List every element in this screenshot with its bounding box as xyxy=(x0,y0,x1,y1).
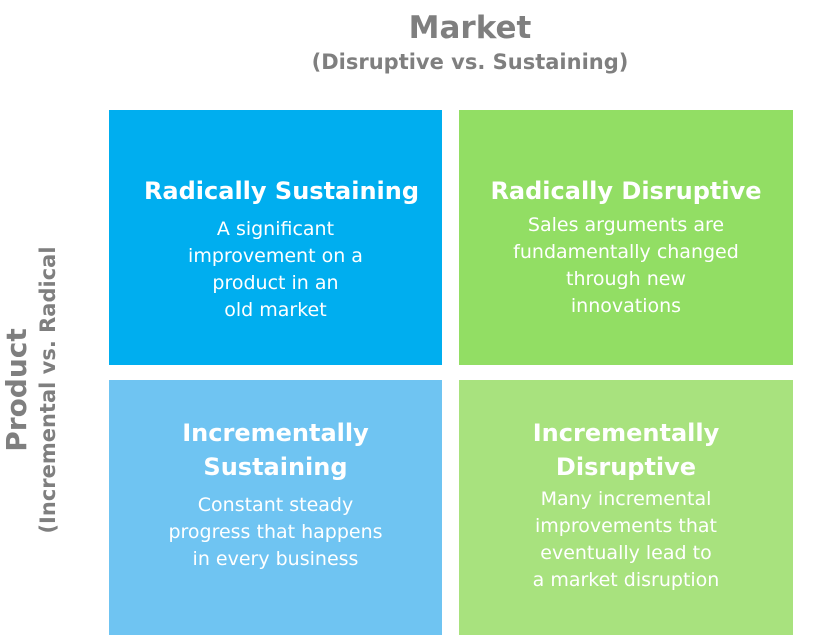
description-line: product in an xyxy=(212,272,339,294)
quadrant-title: Incrementally Disruptive xyxy=(533,416,720,484)
title-line: Disruptive xyxy=(555,453,697,481)
quadrant-radically-sustaining: Radically Sustaining A significant impro… xyxy=(109,110,442,365)
quadrant-description: A significant improvement on a product i… xyxy=(188,216,363,324)
description-line: A significant xyxy=(216,218,335,240)
description-line: through new xyxy=(566,268,686,290)
product-axis-label: Product xyxy=(0,328,33,452)
description-line: in every business xyxy=(192,548,359,570)
market-axis-label: Market xyxy=(408,10,532,46)
quadrant-title: Incrementally Sustaining xyxy=(182,416,369,484)
description-line: a market disruption xyxy=(532,569,720,591)
title-line: Incrementally xyxy=(182,419,369,447)
product-axis-title: Product (Incremental vs. Radical xyxy=(0,240,70,540)
quadrant-incrementally-disruptive: Incrementally Disruptive Many incrementa… xyxy=(459,380,793,635)
quadrant-description: Many incremental improvements that event… xyxy=(533,486,720,594)
product-axis-sublabel: (Incremental vs. Radical xyxy=(36,246,60,534)
description-line: improvement on a xyxy=(188,245,363,267)
title-line: Sustaining xyxy=(203,453,348,481)
quadrant-description: Constant steady progress that happens in… xyxy=(168,492,382,573)
quadrant-radically-disruptive: Radically Disruptive Sales arguments are… xyxy=(459,110,793,365)
quadrant-description: Sales arguments are fundamentally change… xyxy=(513,212,739,320)
description-line: Many incremental xyxy=(540,488,712,510)
description-line: fundamentally changed xyxy=(513,241,739,263)
title-line: Incrementally xyxy=(532,419,720,447)
quadrant-title: Radically Sustaining xyxy=(143,177,420,205)
description-line: old market xyxy=(224,299,327,321)
description-line: improvements that xyxy=(534,515,717,537)
quadrant-incrementally-sustaining: Incrementally Sustaining Constant steady… xyxy=(109,380,442,635)
description-line: innovations xyxy=(570,295,682,317)
description-line: Sales arguments are xyxy=(527,214,725,236)
market-axis-sublabel: (Disruptive vs. Sustaining) xyxy=(311,50,629,74)
quadrant-title: Radically Disruptive xyxy=(490,177,762,205)
description-line: eventually lead to xyxy=(540,542,712,564)
description-line: Constant steady xyxy=(197,494,354,516)
market-axis-title: Market (Disruptive vs. Sustaining) xyxy=(260,8,680,76)
description-line: progress that happens xyxy=(168,521,383,543)
